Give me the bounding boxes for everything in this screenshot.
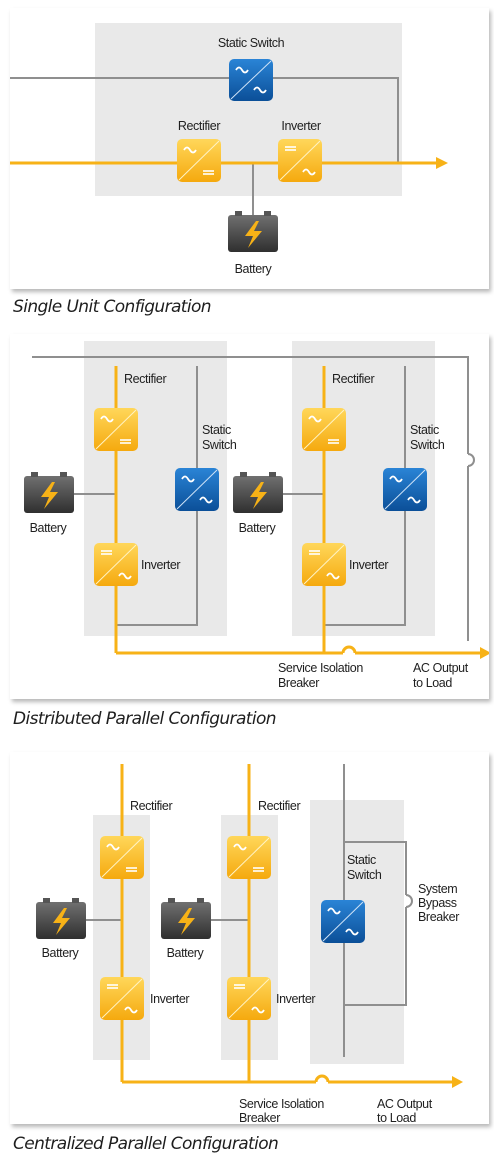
bypass-line [10, 77, 399, 163]
distributed-parallel-panel: Rectifier Static Switch Battery Inverter [10, 334, 489, 699]
inverter-2-icon [227, 977, 271, 1020]
ac-output-label-line1: AC Output [413, 661, 469, 675]
service-isolation-label-line1: Service Isolation [278, 661, 363, 675]
single-unit-panel: Static Switch Rectifier Inverter Battery [10, 8, 489, 289]
centralized-parallel-caption: Centralized Parallel Configuration [13, 1134, 279, 1154]
system-bypass-bottom [344, 907, 407, 1006]
rectifier-icon [177, 139, 221, 182]
static-switch-2-icon [383, 468, 427, 511]
output-arrow [452, 1076, 463, 1088]
inverter-1-label: Inverter [150, 992, 189, 1006]
battery-label: Battery [235, 262, 273, 276]
rectifier-1-icon [94, 408, 138, 451]
battery-2-icon [233, 472, 283, 513]
ups-module-box [95, 23, 402, 196]
ac-output-label-line2: to Load [413, 676, 452, 690]
rectifier-2-icon [227, 836, 271, 879]
service-isolation-label-line2: Breaker [278, 676, 319, 690]
output-arrow [480, 647, 489, 659]
rectifier-1-label: Rectifier [124, 372, 166, 386]
bypass-top-line [32, 356, 469, 454]
battery-2-label: Battery [239, 521, 277, 535]
module-2-bypass-line [324, 366, 406, 626]
system-bypass-label-line2: Bypass [418, 896, 457, 910]
system-bypass-top [344, 841, 407, 895]
system-bypass-label-line1: System [418, 882, 457, 896]
inverter-2-icon [302, 543, 346, 586]
service-isolation-breaker-icon [341, 645, 357, 654]
static-switch-label: Static Switch [218, 36, 285, 50]
single-unit-diagram: Static Switch Rectifier Inverter Battery [10, 23, 448, 276]
module-1-bypass-line [116, 366, 198, 626]
static-switch-label-line1: Static [347, 853, 376, 867]
centralized-parallel-panel: Rectifier Battery Inverter Rectifier [10, 752, 489, 1124]
static-switch-2-label-line1: Static [410, 423, 439, 437]
output-arrow [436, 157, 448, 169]
battery-1-icon [24, 472, 74, 513]
ac-output-label-line2: to Load [377, 1111, 416, 1124]
service-isolation-label-line1: Service Isolation [239, 1097, 324, 1111]
battery-1-label: Battery [42, 946, 80, 960]
static-switch-icon [229, 59, 273, 101]
battery-1-icon [36, 898, 86, 939]
distributed-parallel-caption: Distributed Parallel Configuration [13, 709, 277, 729]
static-switch-1-icon [175, 468, 219, 511]
rectifier-1-icon [100, 836, 144, 879]
service-isolation-label-line2: Breaker [239, 1111, 280, 1124]
static-switch-icon [321, 900, 365, 943]
inverter-1-icon [100, 977, 144, 1020]
system-bypass-breaker-icon [405, 894, 413, 908]
rectifier-1-label: Rectifier [130, 799, 172, 813]
static-switch-label-line2: Switch [347, 868, 382, 882]
system-bypass-label-line3: Breaker [418, 910, 459, 924]
battery-icon [228, 211, 278, 252]
inverter-1-icon [94, 543, 138, 586]
inverter-2-label: Inverter [276, 992, 315, 1006]
single-unit-caption: Single Unit Configuration [13, 297, 212, 317]
inverter-icon [278, 139, 322, 182]
static-switch-2-label-line2: Switch [410, 438, 445, 452]
service-isolation-breaker-icon [314, 1074, 330, 1083]
battery-1-label: Battery [30, 521, 68, 535]
battery-2-icon [161, 898, 211, 939]
rectifier-2-label: Rectifier [258, 799, 300, 813]
inverter-label: Inverter [281, 119, 320, 133]
rectifier-2-icon [302, 408, 346, 451]
static-switch-1-label-line2: Switch [202, 438, 237, 452]
ac-output-label-line1: AC Output [377, 1097, 433, 1111]
inverter-2-label: Inverter [349, 558, 388, 572]
static-switch-1-label-line1: Static [202, 423, 231, 437]
distributed-parallel-diagram: Rectifier Static Switch Battery Inverter [24, 341, 489, 690]
centralized-parallel-diagram: Rectifier Battery Inverter Rectifier [36, 764, 463, 1124]
inverter-1-label: Inverter [141, 558, 180, 572]
rectifier-label: Rectifier [178, 119, 220, 133]
bypass-breaker-icon [467, 453, 475, 467]
battery-2-label: Battery [167, 946, 205, 960]
rectifier-2-label: Rectifier [332, 372, 374, 386]
